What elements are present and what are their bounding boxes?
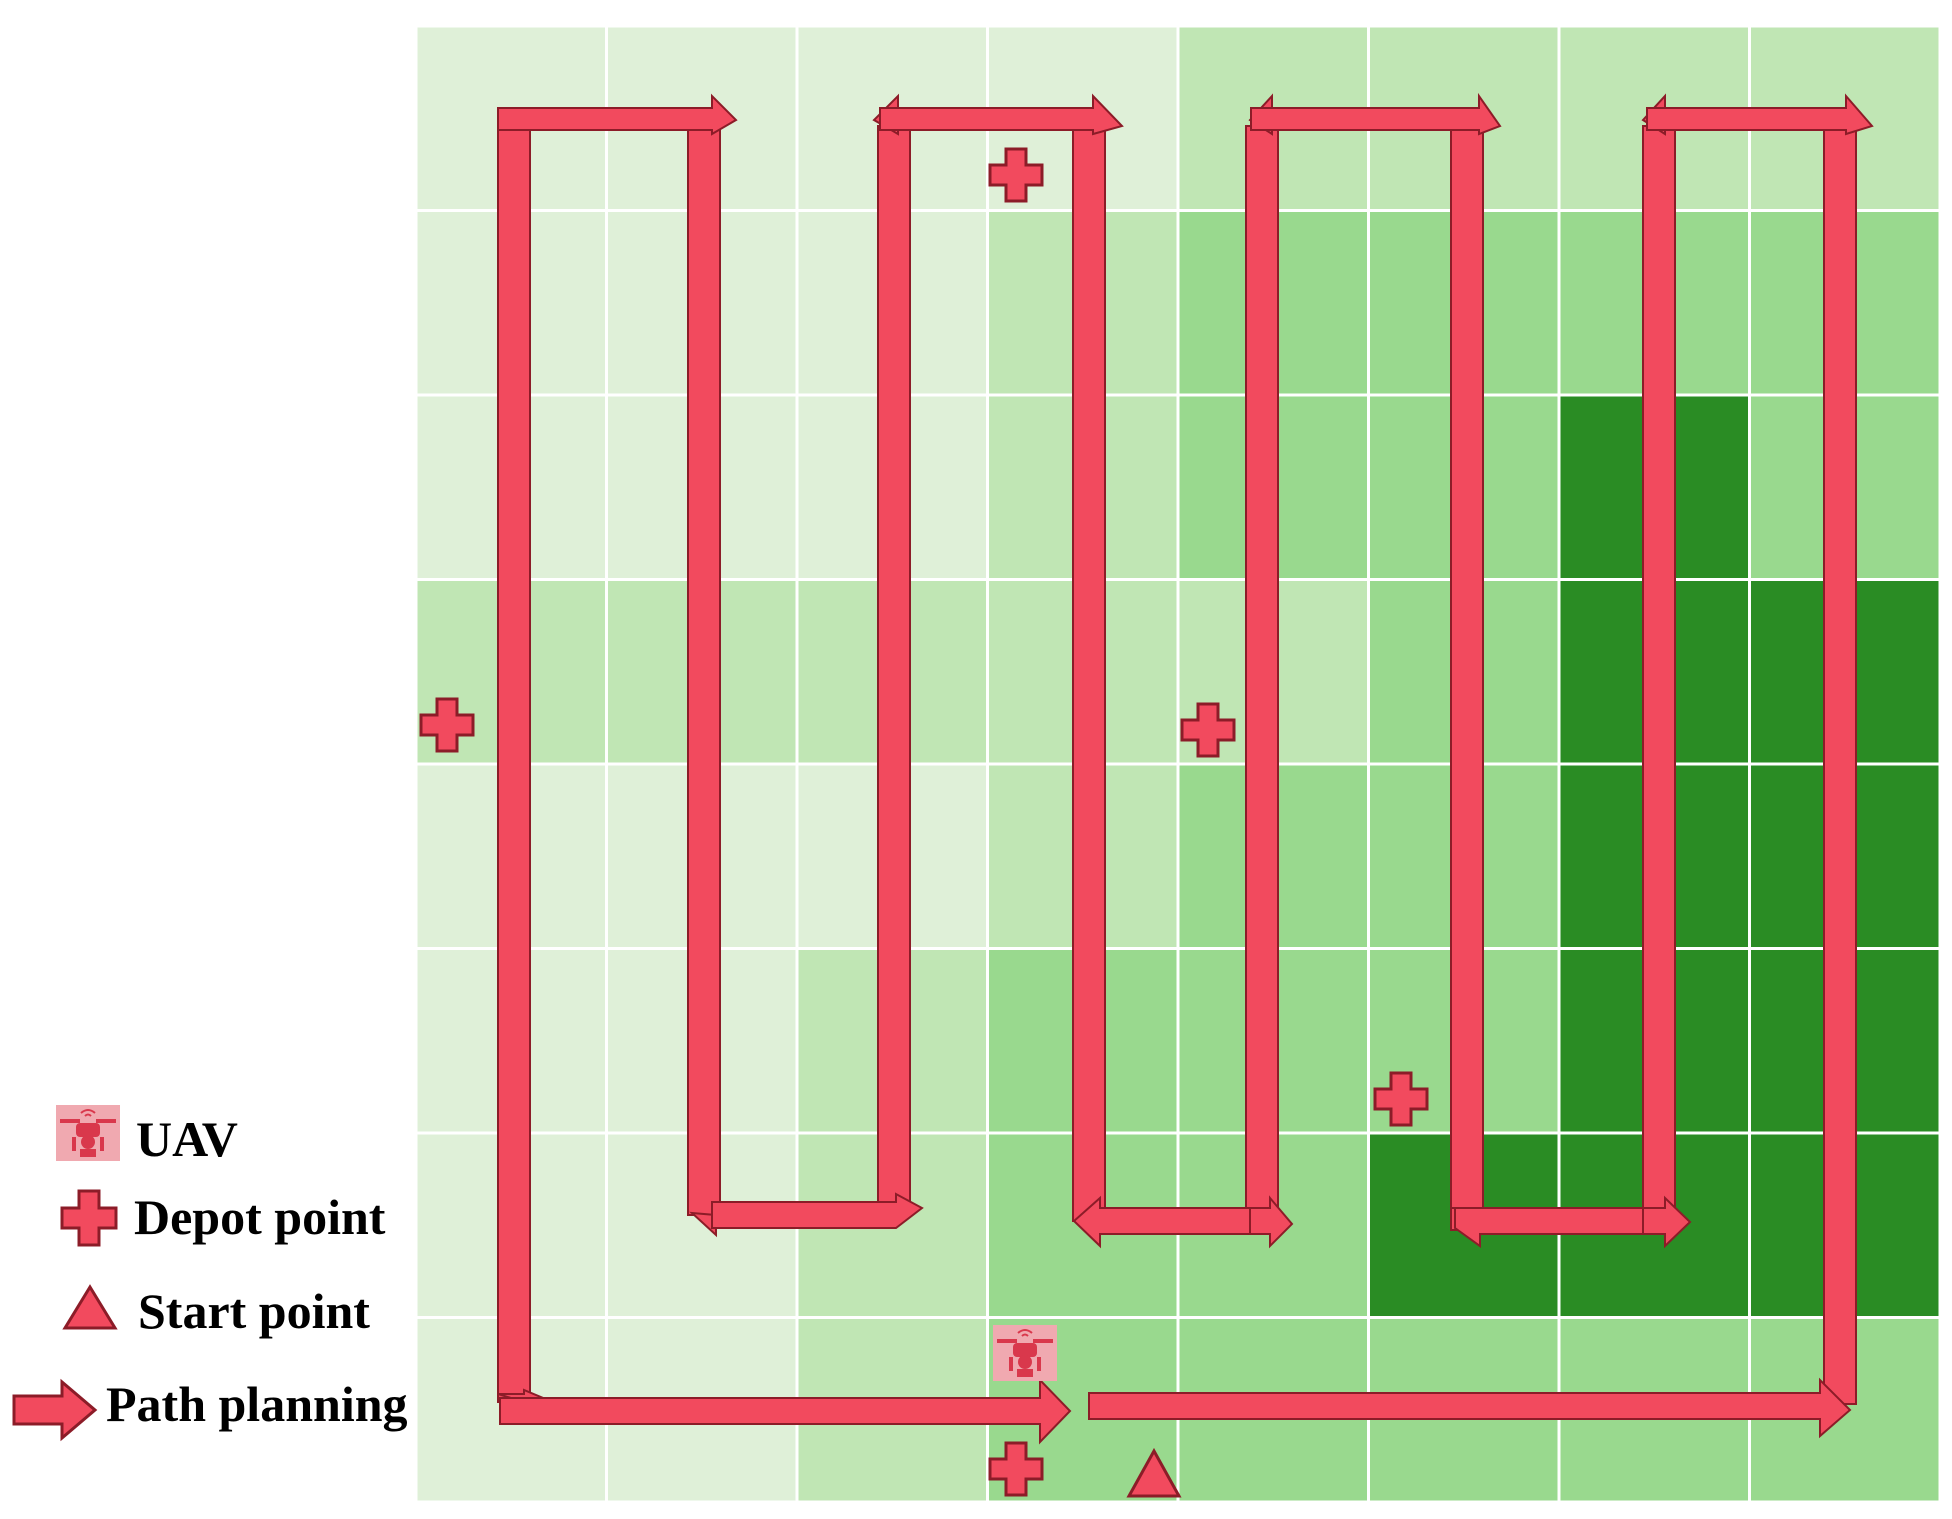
markers: [419, 147, 1429, 1498]
depot-point-marker: [419, 697, 475, 753]
legend-item-start: Start point: [62, 1283, 370, 1339]
start-point-icon: [62, 1284, 118, 1330]
legend-label-uav: UAV: [136, 1111, 238, 1167]
legend: UAV Depot point Start point Path plannin…: [12, 1104, 408, 1442]
legend-label-depot: Depot point: [134, 1189, 386, 1245]
path-arrow: [497, 93, 738, 136]
depot-point-marker: [988, 1441, 1044, 1497]
path-arrow: [1646, 93, 1874, 136]
legend-label-start: Start point: [138, 1283, 370, 1339]
start-point-marker: [1126, 1447, 1182, 1498]
path-segment: [877, 125, 911, 1217]
path-arrow: [1642, 1195, 1692, 1249]
uav-icon: [992, 1324, 1058, 1382]
path-segment: [497, 119, 531, 1403]
path-segment: [687, 119, 721, 1216]
legend-item-uav: UAV: [55, 1104, 238, 1167]
path-segment: [1642, 125, 1676, 1222]
path-arrow: [711, 1192, 924, 1229]
path-segment: [1823, 119, 1857, 1405]
path-arrow-icon: [12, 1378, 98, 1442]
legend-item-path: Path planning: [12, 1376, 408, 1442]
path-segment: [1450, 119, 1484, 1231]
path-arrow: [499, 1377, 1072, 1445]
path-segment: [1072, 119, 1106, 1222]
legend-label-path: Path planning: [106, 1376, 408, 1432]
grid-lines: [414, 24, 1942, 1504]
path-arrow: [1088, 1377, 1852, 1439]
path-arrow: [879, 93, 1124, 136]
path-planning-route: [497, 92, 1874, 1445]
path-segment: [1245, 125, 1279, 1222]
depot-point-marker: [1373, 1071, 1429, 1127]
depot-point-marker: [988, 147, 1044, 203]
depot-point-icon: [60, 1189, 118, 1247]
path-arrow: [1250, 92, 1502, 136]
depot-point-marker: [1180, 702, 1236, 758]
path-arrow: [1249, 1195, 1294, 1249]
uav-icon: [55, 1104, 121, 1162]
legend-item-depot: Depot point: [60, 1189, 386, 1247]
